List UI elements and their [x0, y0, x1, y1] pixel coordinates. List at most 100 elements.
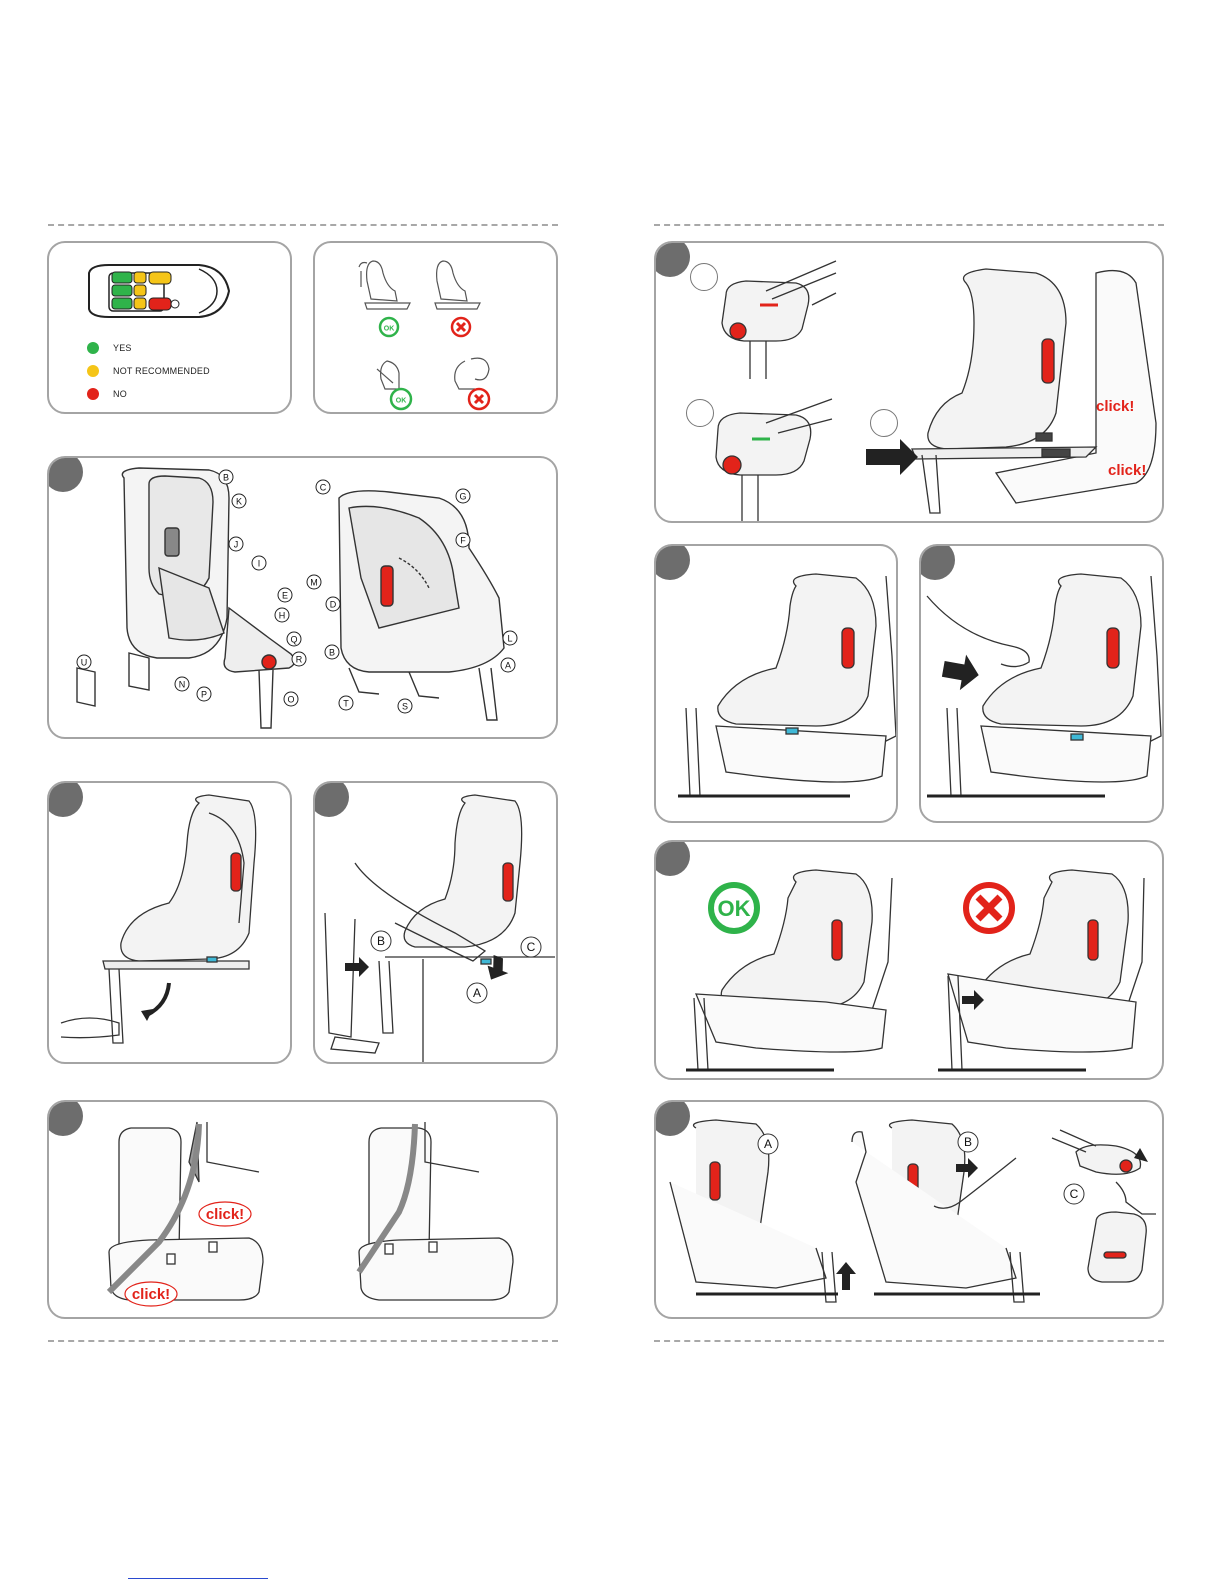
part-label-s: S	[398, 699, 412, 713]
part-label-b: B	[219, 470, 233, 484]
car-topview-icon	[49, 243, 292, 414]
part-label-c: C	[316, 480, 330, 494]
svg-text:K: K	[236, 497, 242, 507]
green-dot-icon	[87, 342, 99, 354]
legend-label: NOT RECOMMENDED	[113, 366, 210, 376]
attach-base-illustration: B C A	[315, 783, 558, 1064]
svg-text:Q: Q	[290, 635, 297, 645]
legend-item-no: NO	[87, 388, 127, 400]
legend-label: NO	[113, 389, 127, 399]
label-c-marker: C	[521, 937, 541, 957]
svg-text:B: B	[329, 648, 335, 658]
orientation-illustration: OK OK	[315, 243, 558, 414]
legend-label: YES	[113, 343, 132, 353]
step-place-seat-panel	[654, 544, 898, 823]
svg-text:C: C	[320, 483, 327, 493]
part-label-p: P	[197, 687, 211, 701]
part-label-t: T	[339, 696, 353, 710]
svg-text:P: P	[201, 690, 207, 700]
svg-text:click!: click!	[132, 1286, 170, 1303]
svg-text:L: L	[507, 634, 512, 644]
orientation-panel: OK OK	[313, 241, 558, 414]
click-text: click!	[1108, 462, 1146, 479]
no-large-icon	[966, 885, 1012, 931]
svg-text:C: C	[1070, 1187, 1079, 1201]
svg-text:click!: click!	[206, 1206, 244, 1223]
label-b-marker: B	[371, 931, 391, 951]
svg-text:B: B	[377, 934, 385, 948]
seat-position-panel: YES NOT RECOMMENDED NO	[47, 241, 292, 414]
part-label-i: I	[252, 556, 266, 570]
part-label-n: N	[175, 677, 189, 691]
part-label-r: R	[292, 652, 306, 666]
svg-text:O: O	[287, 695, 294, 705]
svg-text:S: S	[402, 702, 408, 712]
place-seat-illustration	[656, 546, 898, 823]
svg-text:E: E	[282, 591, 288, 601]
legend-item-not-recommended: NOT RECOMMENDED	[87, 365, 210, 377]
part-label-h: H	[275, 608, 289, 622]
svg-text:G: G	[459, 492, 466, 502]
part-label-b2: B	[325, 645, 339, 659]
ok-badge-icon: OK	[380, 318, 398, 336]
part-label-g: G	[456, 489, 470, 503]
part-label-l: L	[503, 631, 517, 645]
separator-bottom-left	[48, 1340, 558, 1342]
removal-illustration: A B C	[656, 1102, 1164, 1319]
part-label-k: K	[232, 494, 246, 508]
svg-text:OK: OK	[384, 326, 395, 333]
step-check-leg-panel: OK	[654, 840, 1164, 1080]
part-label-a: A	[501, 658, 515, 672]
click-badge-icon: click!	[125, 1282, 177, 1306]
step-attach-base-panel: B C A	[313, 781, 558, 1064]
part-label-j: J	[229, 537, 243, 551]
label-b-marker: B	[958, 1132, 978, 1152]
svg-text:I: I	[258, 559, 261, 569]
part-label-q: Q	[287, 632, 301, 646]
step-extend-leg-panel	[47, 781, 292, 1064]
svg-text:U: U	[81, 658, 88, 668]
push-seat-illustration	[921, 546, 1164, 823]
separator-top-left	[48, 224, 558, 226]
check-leg-illustration: OK	[656, 842, 1164, 1080]
part-label-m: M	[307, 575, 321, 589]
part-label-d: D	[326, 597, 340, 611]
svg-text:B: B	[223, 473, 229, 483]
yellow-dot-icon	[87, 365, 99, 377]
svg-text:D: D	[330, 600, 337, 610]
separator-top-right	[654, 224, 1164, 226]
step-belt-click-panel: click! click!	[47, 1100, 558, 1319]
no-badge-icon	[469, 389, 489, 409]
svg-text:M: M	[310, 578, 318, 588]
svg-text:T: T	[343, 699, 349, 709]
svg-text:OK: OK	[396, 398, 407, 405]
svg-text:B: B	[964, 1135, 972, 1149]
ok-large-icon: OK	[711, 885, 757, 931]
part-label-f: F	[456, 533, 470, 547]
ok-badge-icon: OK	[391, 389, 411, 409]
arrow-right-icon	[345, 957, 369, 977]
part-label-e: E	[278, 588, 292, 602]
step-removal-panel: A B C	[654, 1100, 1164, 1319]
step-push-seat-panel	[919, 544, 1164, 823]
seat-parts-illustration: B K J I E H Q R N P O U C G F M D L B A …	[49, 458, 558, 739]
svg-text:A: A	[473, 986, 481, 1000]
parts-overview-panel: B K J I E H Q R N P O U C G F M D L B A …	[47, 456, 558, 739]
svg-text:OK: OK	[718, 896, 751, 921]
svg-text:N: N	[179, 680, 186, 690]
svg-text:A: A	[505, 661, 511, 671]
label-c-marker: C	[1064, 1184, 1084, 1204]
svg-text:C: C	[527, 940, 536, 954]
svg-text:J: J	[234, 540, 239, 550]
label-a-marker: A	[758, 1134, 778, 1154]
svg-text:R: R	[296, 655, 303, 665]
separator-bottom-right	[654, 1340, 1164, 1342]
step-isofix-panel: click! click!	[654, 241, 1164, 523]
no-badge-icon	[452, 318, 470, 336]
belt-click-illustration: click! click!	[49, 1102, 558, 1319]
arrow-up-icon	[836, 1262, 856, 1290]
svg-text:A: A	[764, 1137, 772, 1151]
footer-link-underline	[128, 1578, 268, 1579]
isofix-illustration: click! click!	[656, 243, 1164, 523]
push-arrow-icon	[866, 439, 918, 475]
